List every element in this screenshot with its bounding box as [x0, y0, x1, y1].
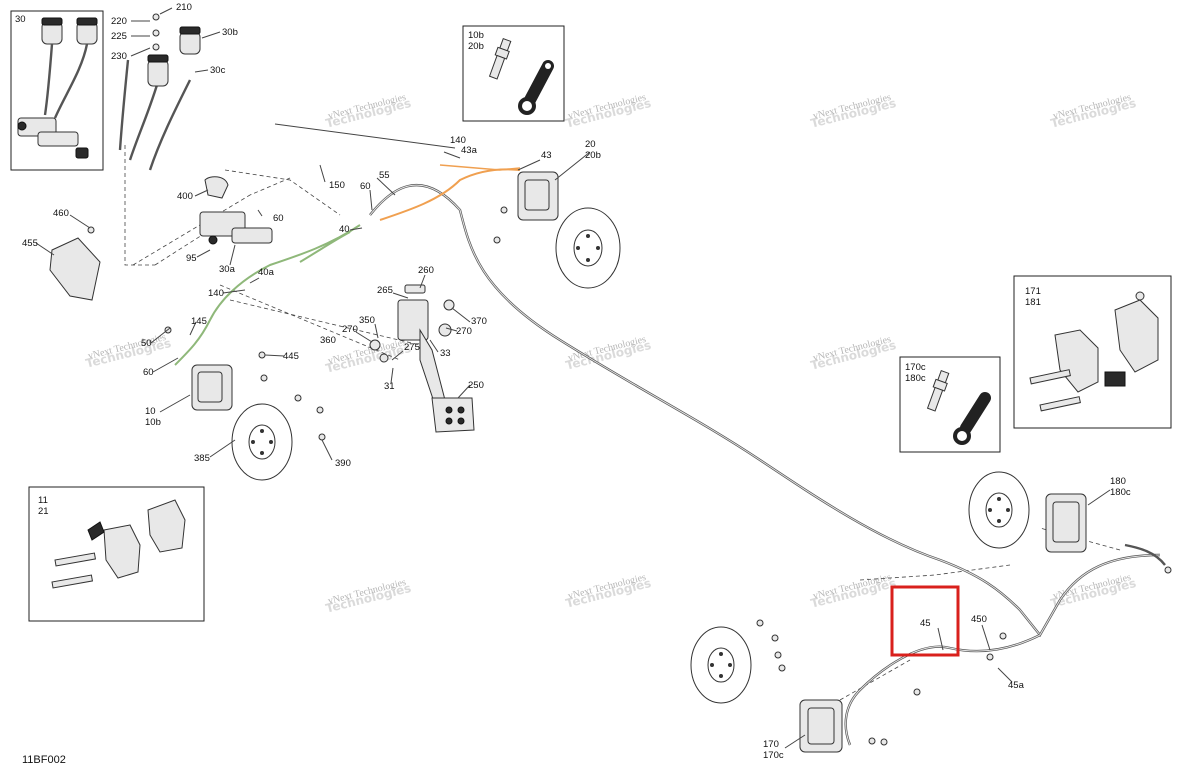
callout-170c: 170c [763, 750, 784, 761]
front-caliper-20 [493, 171, 559, 244]
callout-10: 10 [145, 406, 156, 417]
callout-270-b: 270 [456, 326, 472, 337]
callout-460: 460 [53, 208, 69, 219]
callout-60-l: 60 [143, 367, 154, 378]
inset-front-pads: 11 21 [28, 486, 205, 622]
callout-270-a: 270 [342, 324, 358, 335]
figure-reference: 11BF002 [22, 754, 66, 766]
callout-60-mid: 60 [360, 181, 371, 192]
callout-180c-box: 180c [905, 373, 926, 384]
callout-43: 43 [541, 150, 552, 161]
callout-20b: 20b [585, 150, 601, 161]
callout-33: 33 [440, 348, 451, 359]
disc-rear-right [968, 471, 1030, 549]
callout-30c: 30c [210, 65, 226, 76]
callout-11: 11 [38, 495, 48, 506]
disc-rear-left [690, 619, 786, 704]
callout-180c: 180c [1110, 487, 1131, 498]
callout-450: 450 [971, 614, 987, 625]
callout-20: 20 [585, 139, 596, 150]
inset-bleeder-rear: 170c 180c [899, 356, 1001, 453]
callout-21: 21 [38, 506, 49, 517]
brake-lines [118, 59, 1161, 746]
callout-171: 171 [1025, 286, 1041, 297]
dashed-reference-lines [124, 145, 1121, 701]
callout-40a: 40a [258, 267, 275, 278]
callout-30b: 30b [222, 27, 238, 38]
callout-275: 275 [404, 342, 420, 353]
inset-master-cylinders: 30 [10, 10, 104, 171]
callout-360: 360 [320, 335, 336, 346]
callout-43a: 43a [461, 145, 478, 156]
callout-30: 30 [15, 14, 26, 25]
callout-40: 40 [339, 224, 350, 235]
callout-260: 260 [418, 265, 434, 276]
callout-45a: 45a [1008, 680, 1025, 691]
callout-390: 390 [335, 458, 351, 469]
callout-170: 170 [763, 739, 779, 750]
bracket-455 [49, 226, 101, 301]
callout-170c-box: 170c [905, 362, 926, 373]
front-caliper-10 [164, 326, 268, 411]
callout-210: 210 [176, 2, 192, 13]
callout-140-top: 140 [450, 135, 466, 146]
callout-350: 350 [359, 315, 375, 326]
highlight-box-45 [890, 585, 960, 657]
leader-lines [35, 7, 1111, 749]
callout-31: 31 [384, 381, 395, 392]
callout-labels: 210 220 225 230 30b 30c 140 43a 43 20 20… [22, 2, 1131, 761]
inset-rear-pads: 171 181 [1013, 275, 1172, 429]
callout-30a: 30a [219, 264, 236, 275]
brake-pedal [369, 284, 475, 433]
inset-bleeder-front: 10b 20b [462, 25, 565, 122]
callout-45: 45 [920, 618, 931, 629]
callout-50: 50 [141, 338, 152, 349]
callout-55: 55 [379, 170, 390, 181]
callout-60-r: 60 [273, 213, 284, 224]
master-cylinder-30a [199, 176, 273, 245]
callout-145: 145 [191, 316, 207, 327]
callout-225: 225 [111, 31, 127, 42]
callout-150: 150 [329, 180, 345, 191]
callout-95: 95 [186, 253, 197, 264]
callout-265: 265 [377, 285, 393, 296]
callout-250: 250 [468, 380, 484, 391]
rear-caliper-180 [1045, 493, 1172, 574]
callout-180: 180 [1110, 476, 1126, 487]
callout-10b-box: 10b [468, 30, 484, 41]
callout-455: 455 [22, 238, 38, 249]
callout-370: 370 [471, 316, 487, 327]
disc-front-right [555, 207, 621, 289]
rear-caliper-170 [799, 632, 1007, 753]
callout-230: 230 [111, 51, 127, 62]
callout-181: 181 [1025, 297, 1041, 308]
callout-445: 445 [283, 351, 299, 362]
callout-140-mid: 140 [208, 288, 224, 299]
callout-10b-l: 10b [145, 417, 161, 428]
callout-220: 220 [111, 16, 127, 27]
callout-20b-box: 20b [468, 41, 484, 52]
callout-385: 385 [194, 453, 210, 464]
disc-front-left [231, 394, 326, 481]
callout-400: 400 [177, 191, 193, 202]
reservoir-30b [147, 13, 201, 87]
